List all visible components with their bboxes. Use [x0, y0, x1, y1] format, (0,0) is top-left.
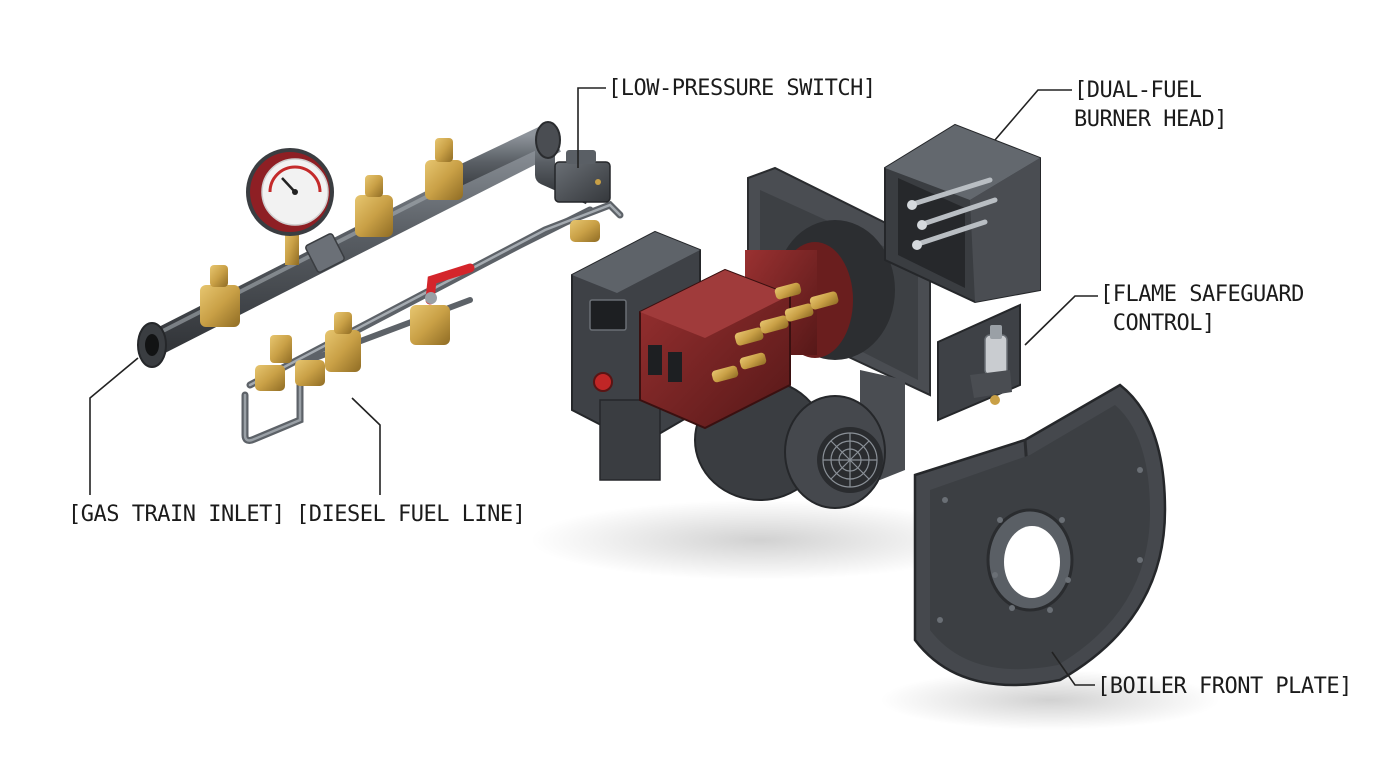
front-plate-bolts [937, 467, 1143, 623]
leader-lines [89, 87, 1098, 686]
brass-fitting-7 [570, 220, 600, 242]
gas-train-assembly [137, 121, 624, 444]
brass-valve-1 [200, 265, 240, 327]
outlet-flange [535, 121, 561, 159]
fan-guard-grille [822, 432, 878, 488]
flame-sensor-cap [990, 325, 1002, 339]
burner-assembly [571, 166, 931, 509]
burner-head-side [970, 158, 1040, 302]
gauge-scale-arc [268, 165, 322, 193]
label-dual-fuel-burner-head: [DUAL-FUEL BURNER HEAD] [1074, 78, 1227, 132]
brass-valve-4 [325, 312, 361, 372]
control-cabinet-top [572, 232, 700, 293]
leader-diesel-fuel-line [351, 397, 381, 495]
safeguard-mount [970, 370, 1012, 398]
boiler-front-plate [913, 383, 1167, 687]
diesel-tube-lower-highlight [243, 208, 592, 442]
brass-valve-5 [410, 305, 450, 345]
burner-shadow [530, 500, 990, 580]
safeguard-terminal [990, 395, 1000, 405]
inlet-opening [145, 334, 159, 356]
label-boiler-front-plate: [BOILER FRONT PLATE] [1097, 674, 1352, 699]
flame-safeguard-control [937, 303, 1021, 422]
leader-burner-head [994, 89, 1072, 141]
leader-boiler-front-plate [1051, 651, 1095, 686]
pipe-union [305, 233, 345, 273]
leader-gas-train-inlet [89, 357, 139, 495]
leader-low-pressure-switch [577, 87, 606, 168]
gauge-needle [281, 177, 296, 193]
reset-button [593, 372, 613, 392]
flame-sensor [984, 334, 1008, 376]
manifold-switch-1 [648, 345, 662, 375]
cabinet-base [599, 399, 661, 481]
gauge-pivot [292, 189, 298, 195]
dual-fuel-burner-head [884, 123, 1041, 304]
plate-shadow [880, 670, 1220, 730]
fuel-manifold-top [640, 270, 790, 338]
leader-flame-safeguard [1024, 295, 1098, 346]
front-plate-opening [1004, 526, 1060, 598]
control-display [589, 299, 627, 331]
brass-valve-3 [425, 138, 463, 200]
label-gas-train-inlet: [GAS TRAIN INLET] [68, 502, 285, 527]
label-low-pressure-switch: [LOW-PRESSURE SWITCH] [608, 76, 876, 101]
burner-head-nozzles [907, 177, 998, 248]
brass-fitting-6 [255, 335, 325, 391]
burner-head-nozzle-tips [907, 200, 927, 250]
brass-valve-2 [355, 175, 393, 237]
low-pressure-switch-box [554, 150, 611, 203]
manifold-nozzles [711, 282, 839, 383]
label-flame-safeguard-control: [FLAME SAFEGUARD CONTROL] [1100, 282, 1304, 336]
ball-valve-stem [425, 292, 437, 304]
label-diesel-fuel-line: [DIESEL FUEL LINE] [296, 502, 526, 527]
manifold-switch-2 [668, 352, 682, 382]
